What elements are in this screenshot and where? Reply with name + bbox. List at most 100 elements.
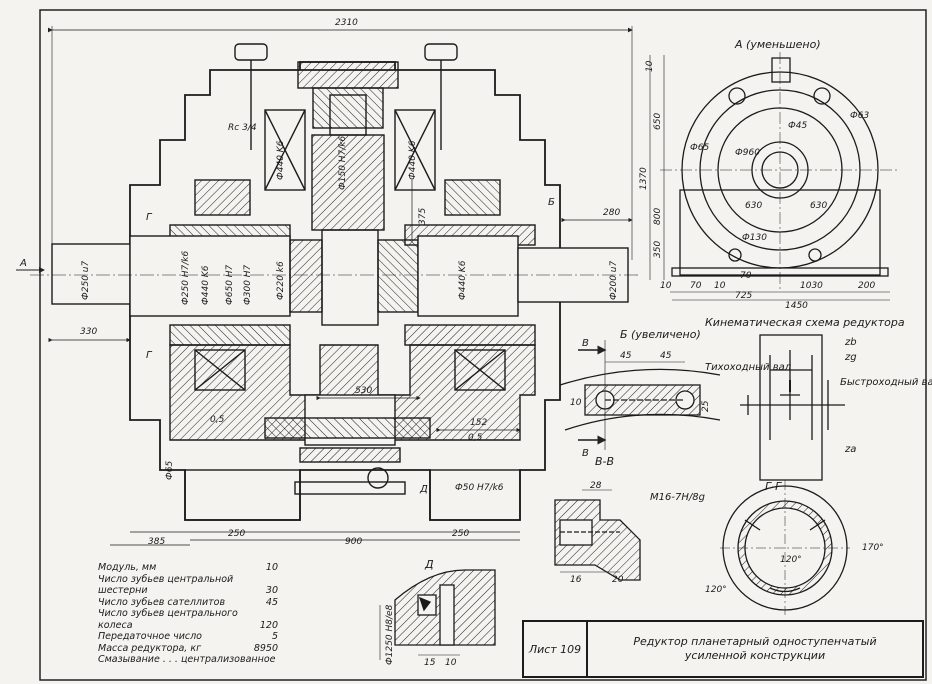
dim-bore-300: Ф300 H7	[243, 264, 253, 305]
svg-text:zb: zb	[844, 337, 857, 348]
svg-text:70: 70	[740, 271, 752, 281]
svg-text:Ф45: Ф45	[788, 121, 807, 131]
dim-bolt-pitch: 900	[345, 537, 362, 547]
kinematic-title: Кинематическая схема редуктора	[705, 316, 905, 329]
title-block: Лист 109 Редуктор планетарный одноступен…	[522, 620, 924, 678]
dim-bolt-dia: Ф65	[165, 461, 175, 480]
spec-label: Смазывание . . . централизованное	[98, 654, 276, 665]
svg-text:М16-7Н/8g: М16-7Н/8g	[650, 492, 705, 503]
svg-text:В: В	[582, 338, 589, 349]
section-vv	[554, 489, 641, 581]
svg-text:Ф65: Ф65	[690, 143, 709, 153]
svg-text:10: 10	[645, 60, 655, 72]
dim-input-shaft: Ф250 u7	[81, 261, 91, 300]
spec-label: Модуль, мм	[98, 562, 157, 573]
sheet-frame	[39, 9, 927, 681]
view-arrow-a: A	[19, 258, 27, 269]
view-a	[649, 52, 900, 301]
dim-right-shaft: 280	[603, 208, 620, 218]
svg-text:800: 800	[653, 208, 663, 225]
svg-text:Ф130: Ф130	[742, 233, 767, 243]
svg-text:650: 650	[653, 113, 663, 130]
svg-text:zg: zg	[844, 352, 857, 363]
svg-text:20: 20	[612, 575, 624, 585]
spec-label: колеса	[98, 619, 133, 631]
spec-value: 120	[259, 619, 278, 631]
section-gg	[720, 480, 850, 615]
svg-text:16: 16	[570, 575, 582, 585]
svg-text:120°: 120°	[705, 585, 727, 595]
main-dimensions: 2310 330 385 900 250 250 280 530 152 0,5…	[19, 18, 620, 547]
svg-text:120°: 120°	[780, 555, 802, 565]
svg-text:Ф1250 H8/e8: Ф1250 H8/e8	[385, 604, 395, 665]
dim-foot-right: 250	[452, 529, 469, 539]
view-b-title: Б (увеличено)	[620, 328, 701, 341]
dim-gear-440-top: Ф440 K6	[276, 140, 286, 180]
svg-text:725: 725	[735, 291, 752, 301]
drawing-title-line1: Редуктор планетарный одноступенчатый	[633, 635, 877, 648]
spec-row: Число зубьев центральной	[98, 574, 278, 586]
section-mark-g-top: Г	[146, 212, 153, 223]
spec-label: Масса редуктора, кг	[98, 642, 202, 654]
spec-label: Число зубьев центральной	[98, 573, 234, 585]
detail-d-title: Д	[424, 558, 434, 571]
dim-bore-440-right: Ф440 K6	[458, 260, 468, 300]
dim-bore-650: Ф650 H7	[225, 264, 235, 305]
section-mark-b: Б	[548, 197, 555, 208]
main-section	[16, 26, 640, 546]
detail-d	[379, 569, 496, 660]
dim-pin-50: Ф50 H7/k6	[455, 483, 504, 493]
dim-375: 375	[418, 208, 428, 225]
svg-text:1030: 1030	[800, 281, 823, 291]
view-b	[559, 340, 721, 450]
dim-center-span: 530	[355, 386, 372, 396]
svg-text:350: 350	[653, 241, 663, 258]
view-b-labels: Б (увеличено) В В 45 45 10 25	[570, 328, 711, 459]
svg-text:1370: 1370	[639, 167, 649, 190]
drawing-title: Редуктор планетарный одноступенчатый уси…	[588, 622, 922, 676]
section-mark-g-bottom: Г	[146, 350, 153, 361]
svg-text:630: 630	[810, 201, 827, 211]
dim-bore-440: Ф440 K6	[201, 265, 211, 305]
dim-gap-right: 0,5	[468, 433, 483, 443]
sheet-number: Лист 109	[524, 622, 588, 676]
svg-text:Быстроходный вал: Быстроходный вал	[840, 377, 932, 388]
svg-text:70: 70	[690, 281, 702, 291]
dim-overall: 2310	[335, 18, 358, 28]
svg-text:Тихоходный вал: Тихоходный вал	[705, 362, 792, 373]
svg-text:za: za	[844, 444, 856, 455]
svg-text:200: 200	[858, 281, 875, 291]
spec-label: Число зубьев сателлитов	[98, 596, 226, 608]
kinematic-labels: Кинематическая схема редуктора Тихоходны…	[705, 316, 932, 455]
svg-text:630: 630	[745, 201, 762, 211]
dim-bore-250: Ф250 H7/k6	[181, 250, 191, 305]
svg-text:10: 10	[445, 658, 457, 668]
spec-label: Число зубьев центрального	[98, 608, 238, 619]
view-a-labels: А (уменьшено) 1370 650 800 350 10 10 70 …	[639, 38, 875, 311]
svg-text:15: 15	[424, 658, 436, 668]
dim-gear-440-top-right: Ф440 K6	[408, 140, 418, 180]
spec-row: Смазывание . . . централизованное	[98, 654, 278, 666]
svg-text:45: 45	[620, 351, 632, 361]
dim-gear-150: Ф150 H7/k6	[338, 135, 348, 190]
spec-row: Модуль, мм 10	[98, 562, 278, 574]
dim-foot-left: 250	[228, 529, 245, 539]
dim-foot-offset: 385	[148, 537, 165, 547]
kinematic-scheme	[740, 334, 845, 481]
dim-gap-left: 0,5	[210, 415, 225, 425]
spec-value: 10	[265, 562, 278, 573]
section-vv-title: В-В	[595, 455, 614, 468]
spec-label: шестерни	[98, 585, 148, 596]
dim-left-overhang: 330	[80, 327, 97, 337]
svg-text:170°: 170°	[862, 543, 884, 553]
spec-row: Число зубьев центрального	[98, 608, 278, 620]
svg-text:1450: 1450	[785, 301, 808, 311]
svg-text:10: 10	[570, 398, 582, 408]
detail-mark-d: Д	[419, 484, 428, 495]
